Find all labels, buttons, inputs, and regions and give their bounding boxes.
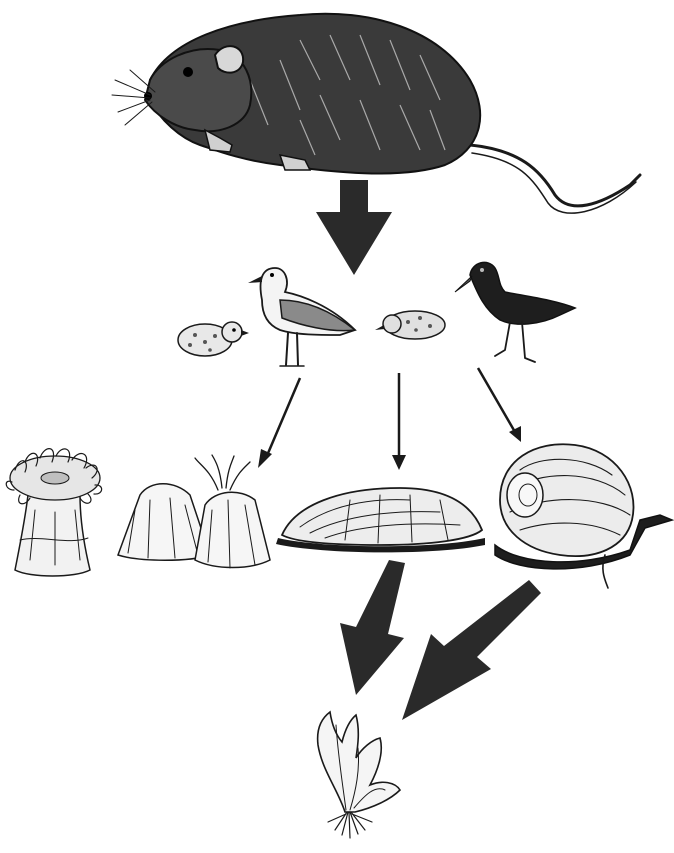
seaweed-icon <box>318 712 400 838</box>
arrow-snail-to-seaweed <box>402 580 541 720</box>
arrow-birds-to-barnacles <box>258 378 300 468</box>
arrow-birds-to-limpet <box>392 373 406 470</box>
arrow-birds-to-snail <box>478 368 521 442</box>
gull-icon <box>248 268 355 366</box>
rat-icon <box>112 14 640 213</box>
gull-chick-icon <box>178 322 249 356</box>
arrow-rat-to-birds <box>316 180 392 275</box>
barnacles-icon <box>118 455 270 568</box>
sea-anemone-icon <box>6 449 101 576</box>
limpet-icon <box>276 488 485 552</box>
oystercatcher-icon <box>455 262 575 362</box>
tern-chick-icon <box>375 311 445 339</box>
snail-icon <box>495 444 672 588</box>
arrow-limpet-to-seaweed <box>340 560 405 695</box>
